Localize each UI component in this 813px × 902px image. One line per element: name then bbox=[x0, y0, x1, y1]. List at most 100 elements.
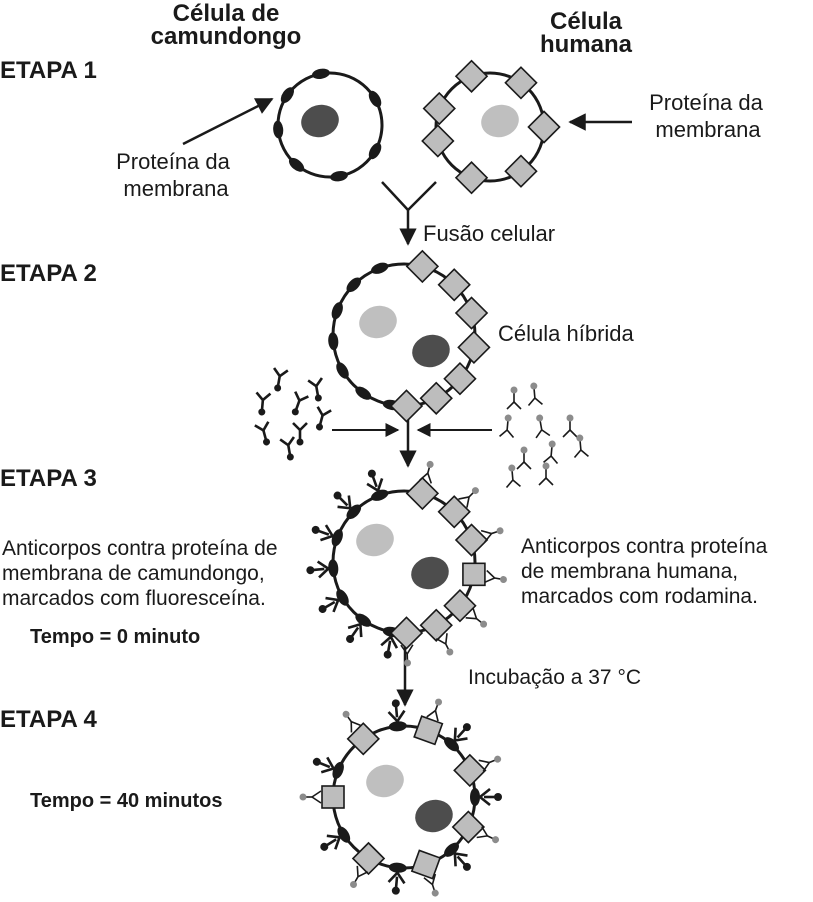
bound-rhodamine-antibody bbox=[478, 755, 502, 772]
mouse-membrane-protein bbox=[346, 277, 362, 293]
mouse-membrane-protein bbox=[280, 87, 294, 104]
bound-rhodamine-antibody bbox=[400, 644, 414, 667]
bound-rhodamine-antibody bbox=[476, 826, 500, 844]
antibody-addition-arrows bbox=[332, 410, 492, 468]
bound-rhodamine-antibody bbox=[480, 527, 504, 543]
bound-fluorescein-antibody bbox=[387, 699, 406, 723]
mouse-membrane-protein bbox=[336, 362, 349, 379]
hybrid-cell bbox=[328, 249, 491, 423]
fluorescein-antibody bbox=[254, 421, 271, 446]
stage-3-label: ETAPA 3 bbox=[0, 465, 97, 492]
free-mouse-antibodies bbox=[254, 367, 332, 461]
human-membrane-protein bbox=[419, 608, 453, 642]
time-40-label: Tempo = 40 minutos bbox=[30, 790, 222, 812]
mouse-membrane-protein bbox=[328, 559, 339, 578]
stage-1-label: ETAPA 1 bbox=[0, 57, 97, 84]
fluorescein-antibody bbox=[292, 422, 308, 446]
mouse-cell-title-2: camundongo bbox=[151, 23, 302, 50]
mouse-nucleus bbox=[301, 104, 339, 138]
fluorescein-antibody bbox=[315, 406, 332, 431]
mouse-membrane-protein bbox=[336, 589, 349, 606]
mouse-membrane-protein bbox=[444, 737, 459, 752]
human-membrane-protein bbox=[389, 616, 424, 650]
human-membrane-protein bbox=[437, 495, 471, 529]
mouse-membrane-protein bbox=[312, 68, 330, 79]
bound-rhodamine-antibody bbox=[426, 698, 443, 722]
bound-rhodamine-antibody bbox=[299, 790, 322, 804]
fluorescein-antibody bbox=[272, 367, 289, 392]
bound-rhodamine-antibody bbox=[465, 608, 488, 628]
mouse-membrane-protein bbox=[388, 721, 407, 732]
bound-fluorescein-antibody bbox=[333, 491, 352, 510]
human-cell-title-1: Célula bbox=[550, 8, 623, 35]
human-antibody-label-3: marcados com rodamina. bbox=[521, 585, 758, 608]
rhodamine-antibody bbox=[527, 382, 543, 407]
bound-rhodamine-antibody bbox=[342, 710, 362, 733]
rhodamine-antibody bbox=[535, 414, 551, 439]
bound-rhodamine-antibody bbox=[419, 460, 434, 484]
stage-4-label: ETAPA 4 bbox=[0, 706, 98, 733]
human-membrane-protein bbox=[504, 154, 538, 188]
bound-fluorescein-antibody bbox=[387, 871, 406, 895]
rhodamine-antibody bbox=[573, 434, 589, 459]
rhodamine-antibody bbox=[538, 462, 554, 486]
mouse-membrane-protein bbox=[273, 120, 284, 139]
human-membrane-protein bbox=[389, 389, 424, 423]
bound-fluorescein-antibody bbox=[320, 834, 341, 851]
bound-fluorescein-antibody bbox=[366, 469, 384, 492]
mouse-membrane-protein bbox=[330, 171, 348, 182]
mouse-membrane-protein bbox=[328, 332, 339, 351]
stage-2-label: ETAPA 2 bbox=[0, 260, 97, 287]
fluorescein-antibody bbox=[255, 391, 272, 416]
human-membrane-protein bbox=[410, 849, 442, 880]
human-membrane-protein bbox=[437, 268, 471, 302]
human-membrane-protein bbox=[462, 562, 486, 587]
mouse-cell-title-1: Célula de bbox=[173, 0, 280, 27]
labeled-hybrid-cell-time-0 bbox=[306, 460, 507, 667]
human-membrane-protein bbox=[453, 753, 487, 788]
human-membrane-protein bbox=[422, 91, 456, 126]
membrane-protein-label-right-2: membrana bbox=[655, 117, 761, 142]
human-membrane-protein bbox=[413, 715, 444, 746]
fluorescein-antibody bbox=[291, 391, 309, 416]
bound-fluorescein-antibody bbox=[453, 852, 471, 871]
human-membrane-protein bbox=[457, 330, 491, 365]
hybrid-cell-label: Célula híbrida bbox=[498, 321, 635, 346]
human-membrane-protein bbox=[454, 296, 489, 330]
bound-fluorescein-antibody bbox=[380, 635, 399, 659]
bound-fluorescein-antibody bbox=[346, 623, 363, 644]
mouse-nucleus bbox=[412, 334, 450, 368]
mouse-cell bbox=[273, 68, 384, 182]
mouse-membrane-protein bbox=[470, 788, 480, 806]
membrane-protein-label-right-1: Proteína da bbox=[649, 90, 764, 115]
labeled-hybrid-cell-time-40 bbox=[299, 698, 502, 897]
pointer-arrow-mouse-protein bbox=[182, 97, 274, 146]
free-human-antibodies bbox=[499, 382, 589, 489]
mouse-membrane-protein bbox=[331, 302, 343, 320]
fluorescein-antibody bbox=[307, 377, 324, 402]
human-antibody-label-2: de membrana humana, bbox=[521, 560, 738, 583]
human-membrane-protein bbox=[421, 124, 455, 158]
incubation-label: Incubação a 37 °C bbox=[468, 666, 641, 689]
human-membrane-protein bbox=[451, 810, 486, 844]
rhodamine-antibody bbox=[543, 440, 559, 465]
mouse-membrane-protein bbox=[371, 489, 389, 501]
human-membrane-protein bbox=[454, 59, 489, 93]
membrane-protein-label-left-2: membrana bbox=[123, 176, 229, 201]
human-membrane-protein bbox=[443, 589, 477, 623]
bound-fluorescein-antibody bbox=[306, 560, 330, 579]
mouse-membrane-protein bbox=[332, 761, 344, 779]
human-nucleus bbox=[481, 104, 519, 138]
human-membrane-protein bbox=[443, 362, 477, 396]
human-membrane-protein bbox=[454, 523, 489, 557]
time-0-label: Tempo = 0 minuto bbox=[30, 626, 200, 648]
mouse-antibody-label-3: marcados com fluoresceína. bbox=[2, 587, 266, 610]
human-antibody-label-1: Anticorpos contra proteína bbox=[521, 535, 768, 558]
bound-fluorescein-antibody bbox=[453, 723, 471, 742]
fusion-arrow bbox=[381, 181, 437, 246]
human-nucleus bbox=[359, 305, 397, 339]
human-membrane-protein bbox=[419, 381, 453, 415]
bound-fluorescein-antibody bbox=[312, 756, 335, 774]
human-membrane-protein bbox=[527, 110, 561, 144]
mouse-membrane-protein bbox=[346, 504, 362, 520]
